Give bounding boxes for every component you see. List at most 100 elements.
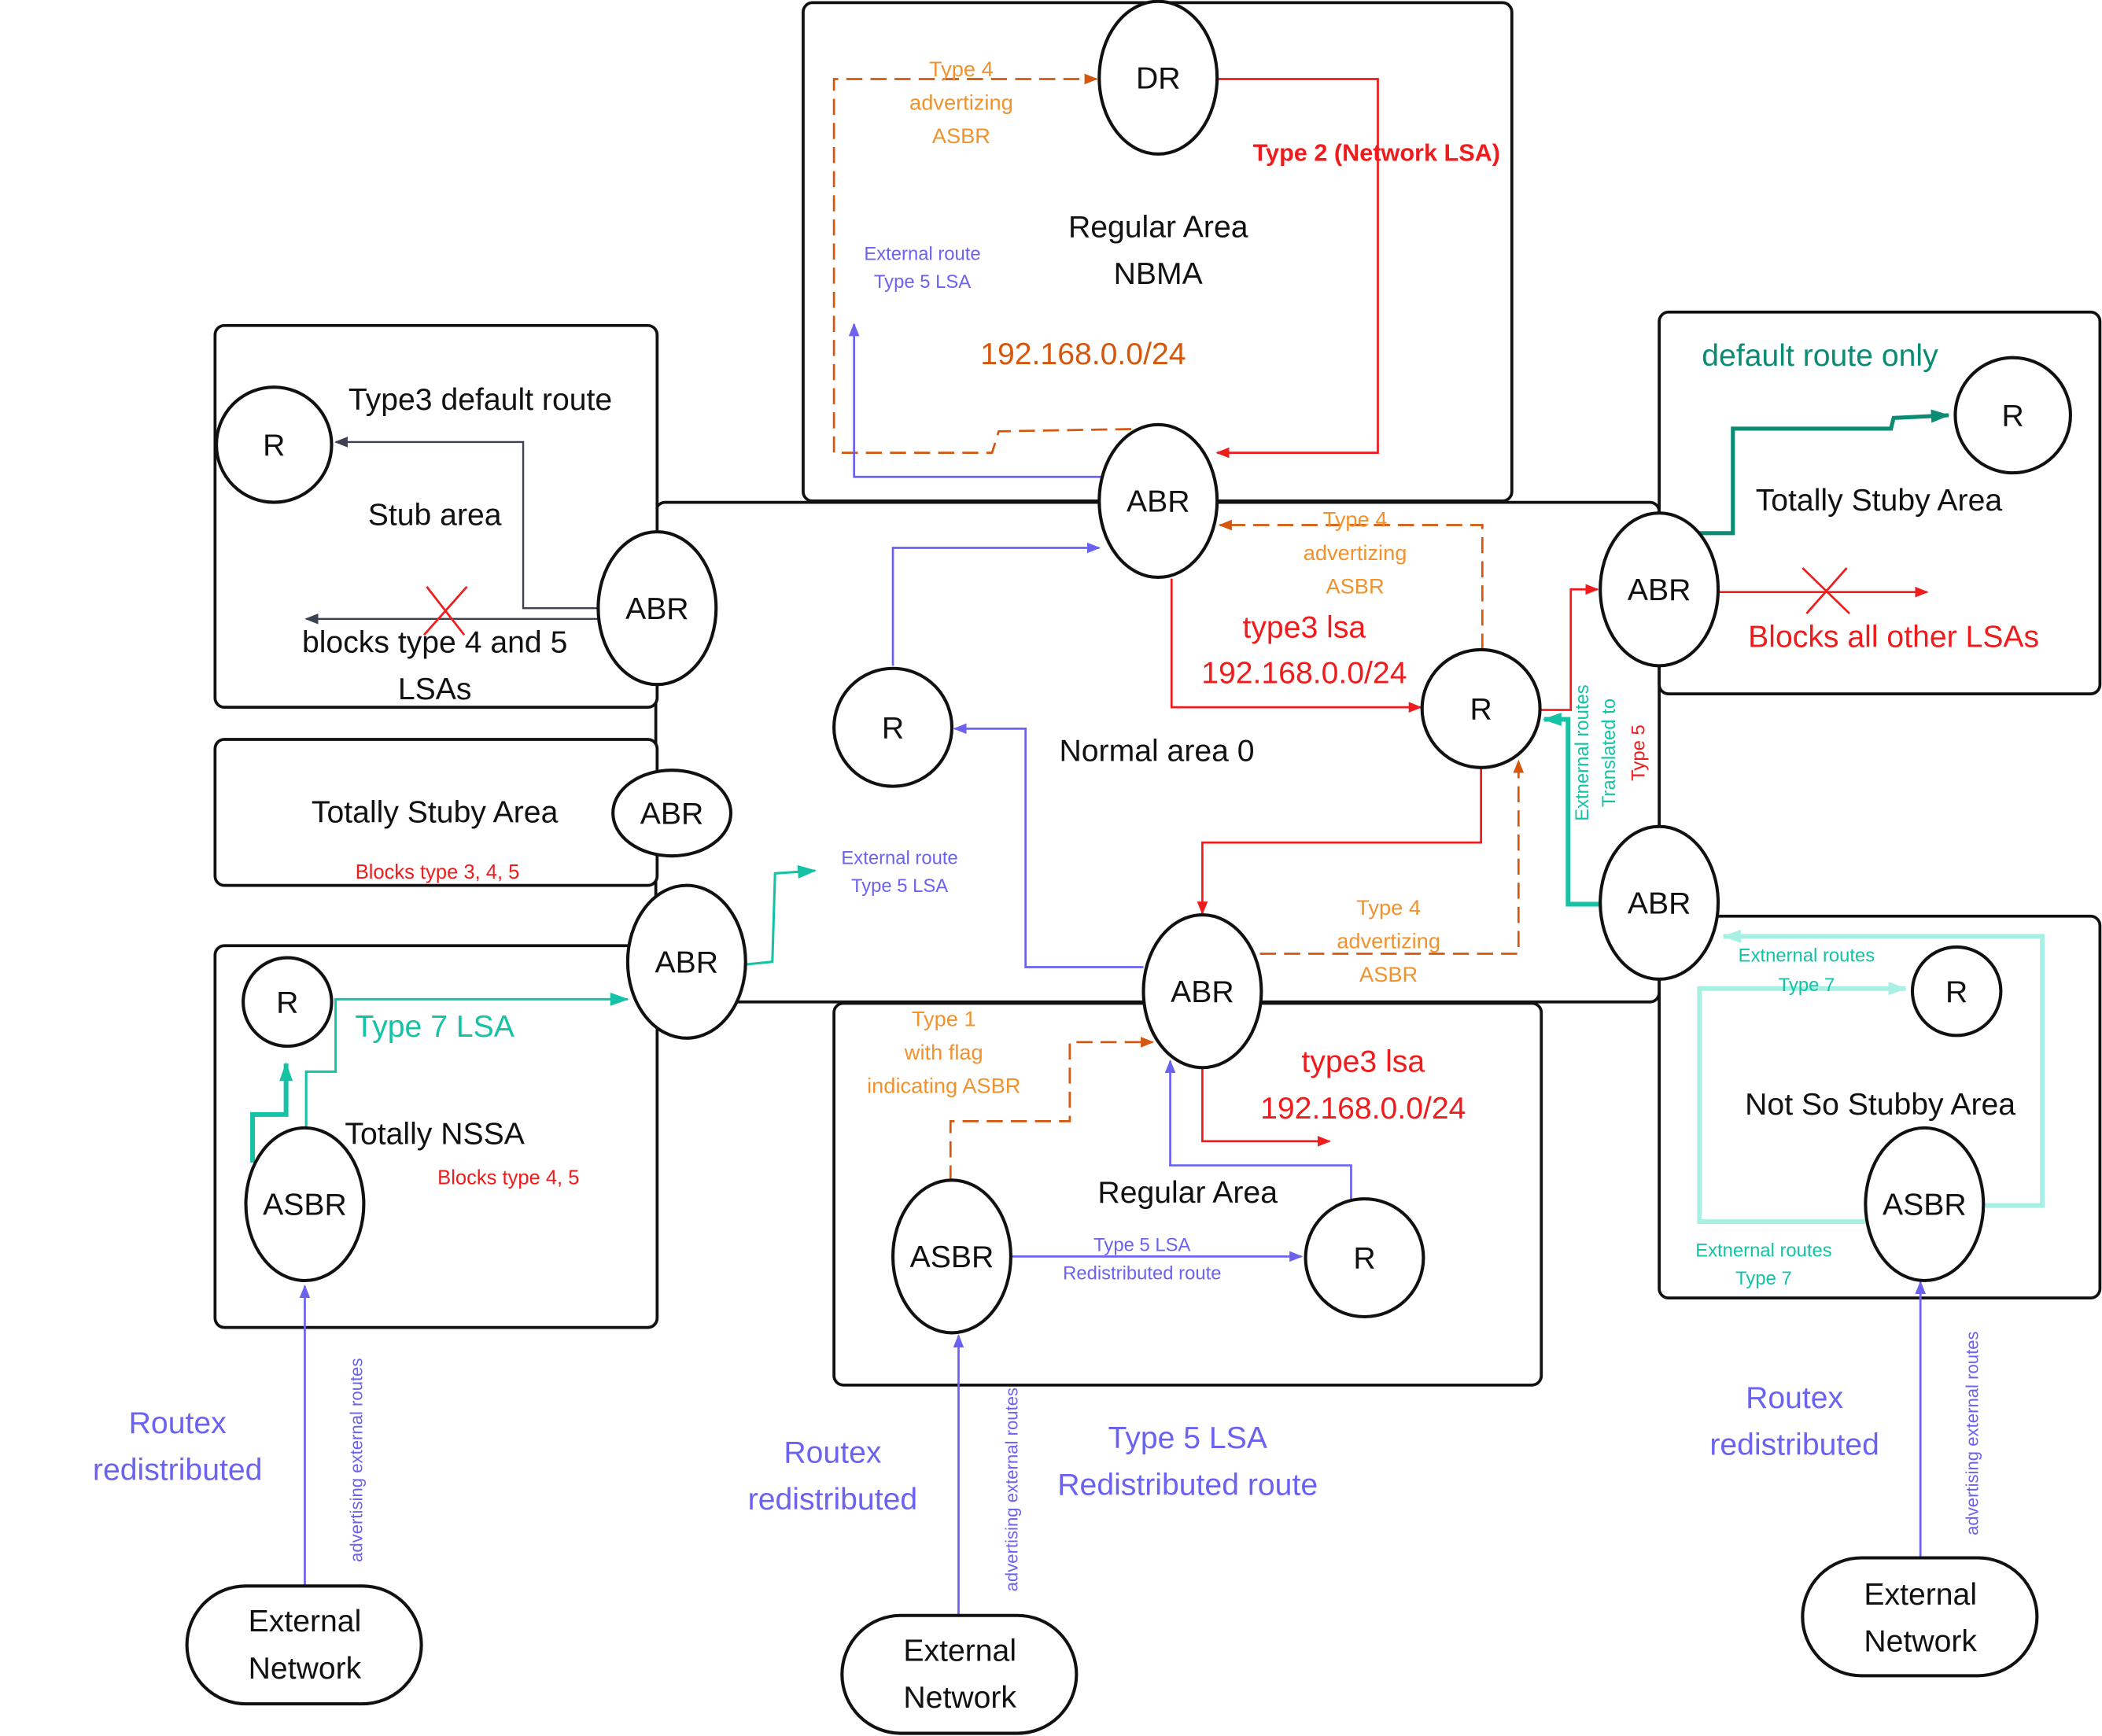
node-asbr-bottom: ASBR [891,1178,1012,1335]
nssa-ext-route-bottom-arrow [1697,982,1908,1225]
svg-text:DR: DR [1136,61,1181,95]
svg-text:ASBR: ASBR [1883,1189,1967,1222]
node-r-right-top: R [1953,356,2072,475]
stub-default-route: Type3 default route [348,383,612,417]
type4-bot-l1: Type 4 [1356,895,1421,920]
translated-l2: Translated to [1599,698,1620,807]
nssa-ext-top-l1: Extnernal routes [1739,945,1875,967]
node-external-network-mid: External Network [840,1613,1079,1735]
type1-dashed-arrow [949,1037,1155,1181]
type4-dashed-mid [1218,519,1484,650]
type2-arrow-dr-to-abr [1215,78,1379,459]
tsa-left-blocks: Blocks type 3, 4, 5 [356,861,520,883]
svg-text:R: R [1945,975,1967,1009]
type1-l1: Type 1 [912,1006,976,1030]
svg-text:ASBR: ASBR [910,1240,994,1274]
nssa-ext-bottom-l1: Extnernal routes [1695,1240,1832,1261]
type4-bot-l3: ASBR [1359,962,1418,986]
type5-inner-l1: Type 5 LSA [1093,1235,1190,1256]
nbma-title: Regular Area [1068,210,1248,244]
node-abr-nssa-left: ABR [625,883,747,1040]
svg-text:ABR: ABR [640,797,704,831]
node-r-nssa-left: R [242,956,334,1049]
adv-mid-label: advertising external routes [1001,1388,1021,1592]
ext-route-mid-l2: Type 5 LSA [851,875,948,897]
svg-text:External: External [249,1605,362,1638]
type1-l2: with flag [904,1040,983,1064]
totally-nssa-title: Totally NSSA [345,1117,525,1151]
svg-text:External: External [903,1635,1016,1668]
svg-text:ABR: ABR [1127,485,1190,519]
abr-bottom-to-r-area0-arrow [953,723,1144,968]
type7-lsa-label: Type 7 LSA [355,1010,514,1044]
svg-text:ABR: ABR [1171,975,1234,1009]
type3-arrow-center [1170,578,1422,713]
node-asbr-nssa-right: ASBR [1864,1126,1986,1283]
type3-arrow-bottom [1201,1067,1331,1147]
tsa-left-title: Totally Stuby Area [312,796,559,830]
ext-route-top-l2: Type 5 LSA [874,271,971,293]
node-asbr-nssa-left: ASBR [244,1126,366,1283]
type4-dashed-to-dr [832,73,1156,454]
nssa-ext-bottom-l2: Type 7 [1735,1268,1792,1289]
r-area0-to-abr-top-arrow [891,542,1101,666]
node-dr: DR [1097,0,1219,156]
node-external-network-left: External Network [185,1584,423,1706]
type2-label: Type 2 (Network LSA) [1253,139,1500,166]
type4-bot-l2: advertizing [1337,929,1440,953]
type3-center-l2: 192.168.0.0/24 [1201,656,1407,690]
type4-top-l3: ASBR [932,123,990,148]
type4-top-l2: advertizing [909,90,1013,115]
routes-mid-l1: Routex [784,1436,881,1470]
type5-inner-l2: Redistributed route [1063,1262,1221,1284]
translated-type5-arrow [1542,712,1603,907]
nssa-ext-route-top-arrow [1722,929,2045,1208]
tsa-right-title: Totally Stuby Area [1756,484,2003,518]
svg-text:ABR: ABR [625,592,689,626]
svg-text:R: R [1470,692,1492,726]
routes-left-l2: redistributed [93,1454,262,1487]
nbma-prefix: 192.168.0.0/24 [980,337,1186,371]
routes-right-l2: redistributed [1709,1428,1879,1461]
nssa-ext-top-l2: Type 7 [1779,975,1835,996]
node-abr-tsa-left: ABR [611,768,733,858]
type3-center-l1: type3 lsa [1242,611,1366,645]
svg-text:ASBR: ASBR [263,1189,347,1222]
area0-title: Normal area 0 [1059,734,1254,768]
r-center-to-abr-right-top-arrow [1541,584,1599,711]
node-abr-right-bottom: ABR [1599,824,1720,981]
tsa-right-default-only: default route only [1702,339,1938,373]
adv-left-label: advertising external routes [347,1358,367,1562]
ext-route-arrow-top [848,323,1102,478]
type4-dashed-bottom [1259,759,1525,955]
svg-text:ABR: ABR [1628,573,1691,607]
svg-text:External: External [1864,1578,1977,1612]
type1-l3: indicating ASBR [867,1074,1020,1098]
ext-route-mid-l1: External route [841,847,957,868]
stub-block-x-icon [423,585,468,636]
node-r-stub: R [215,385,334,504]
stub-default-route-arrow [334,437,599,610]
node-abr-top: ABR [1097,422,1219,580]
routes-mid-l2: redistributed [748,1483,917,1517]
svg-text:Network: Network [249,1652,362,1686]
type4-mid-l2: advertizing [1304,540,1407,565]
ext-route-arrow-mid [745,864,817,966]
stub-blocks-l1: blocks type 4 and 5 [302,625,567,659]
type4-mid-l3: ASBR [1326,573,1384,598]
r-bottom-to-abr-bottom-arrow [1164,1060,1352,1200]
svg-text:R: R [2002,400,2024,433]
node-r-area0: R [832,666,954,788]
node-abr-right-top: ABR [1599,511,1720,668]
node-abr-stub: ABR [596,530,718,687]
nbma-subtitle: NBMA [1114,257,1204,291]
nssa-title: Not So Stubby Area [1745,1088,2015,1122]
node-external-network-right: External Network [1801,1556,2039,1678]
translated-l1: Extnernal routes [1572,684,1593,821]
translated-l3: Type 5 [1628,724,1649,781]
type5-bottom-l2: Redistributed route [1057,1468,1318,1502]
stub-title: Stub area [368,499,502,533]
node-r-nssa-right: R [1910,945,2003,1038]
svg-text:Network: Network [1864,1625,1977,1659]
